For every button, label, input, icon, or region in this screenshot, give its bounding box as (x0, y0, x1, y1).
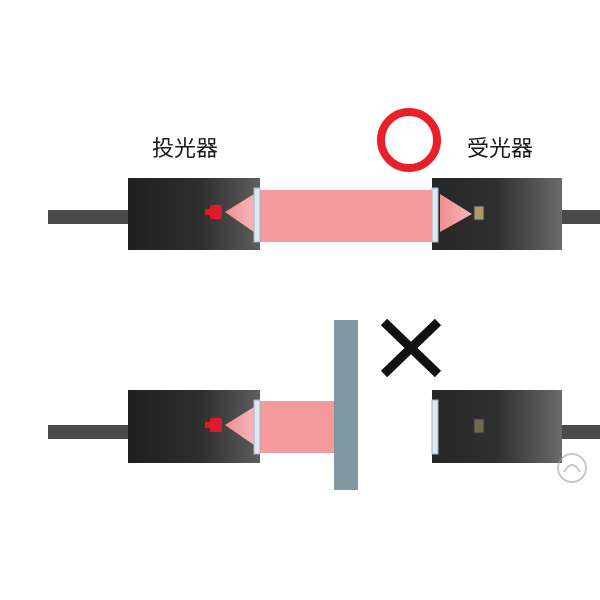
receiver-cable (556, 425, 600, 439)
emitter-housing (128, 390, 261, 463)
emit-cone (225, 194, 254, 232)
emitter-lens (253, 399, 261, 455)
scene-unobstructed: 投光器 受光器 (48, 108, 600, 250)
emitter-housing (128, 178, 261, 250)
watermark-logo (557, 453, 587, 483)
receiver-housing (431, 390, 562, 463)
scene-blocked (48, 318, 600, 490)
emitter-label: 投光器 (152, 137, 218, 162)
obstacle-object (334, 320, 358, 490)
receiver-label: 受光器 (467, 137, 533, 162)
emitter-cable (48, 210, 132, 224)
led-icon (210, 418, 222, 432)
receive-cone (440, 194, 472, 232)
light-beam-partial (258, 401, 338, 453)
light-beam (258, 190, 436, 242)
emit-cone (225, 407, 254, 445)
ng-cross-icon (380, 318, 442, 378)
ok-circle-icon (377, 108, 441, 172)
receiver-cable (556, 210, 600, 224)
photodiode-icon (473, 205, 485, 221)
receiver-housing (431, 178, 562, 250)
led-icon (210, 205, 222, 219)
receiver-lens (431, 187, 439, 243)
photodiode-icon (473, 418, 485, 434)
emitter-lens (253, 187, 261, 243)
emitter-cable (48, 425, 132, 439)
receiver-lens (431, 399, 439, 455)
